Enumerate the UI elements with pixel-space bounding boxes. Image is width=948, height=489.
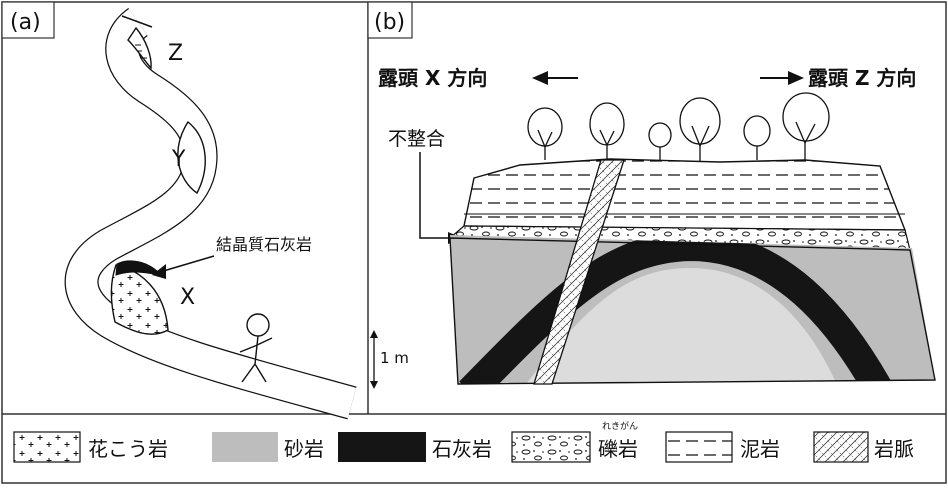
panel-a: (a) Z Y X 結晶質石灰岩 [1,1,357,420]
tree-icon [648,122,672,160]
legend: 花こう岩 砂岩 石灰岩 れきがん 礫岩 泥岩 岩脈 [13,420,914,463]
label-y: Y [171,147,186,172]
legend-swatch-dike [813,431,869,463]
label-z: Z [168,41,183,66]
panel-b: (b) 露頭 X 方向 露頭 Z 方向 不整合 [367,1,936,389]
layer-mudstone [463,158,907,231]
unconformity-leader [419,152,452,239]
legend-swatch-sandstone [212,432,278,462]
panel-a-tag-box [1,1,55,39]
legend-label-sandstone: 砂岩 [284,437,324,461]
trees [527,92,830,162]
label-x: X [180,285,195,310]
lower-block [450,235,935,384]
panel-a-tag: (a) [10,10,41,35]
legend-label-conglomerate: 礫岩 [598,437,638,461]
legend-ruby-conglomerate: れきがん [602,420,638,432]
panel-b-tag-box [367,1,413,39]
layer-limestone-fold [459,235,894,384]
legend-label-limestone: 石灰岩 [432,437,492,461]
outcrop-y [177,120,206,195]
legend-item-mudstone: 泥岩 [665,431,780,463]
legend-item-limestone: 石灰岩 [338,432,492,462]
legend-item-sandstone: 砂岩 [212,432,324,462]
legend-swatch-mudstone [665,431,733,463]
dike [533,159,625,385]
direction-left-label: 露頭 X 方向 [378,66,487,90]
unconformity-label: 不整合 [388,128,445,150]
callout-line [159,255,215,273]
tree-icon [527,107,563,160]
road-end [121,15,153,28]
scale-label: 1 m [380,349,409,367]
direction-right-label: 露頭 Z 方向 [808,66,916,90]
legend-item-dike: 岩脈 [813,431,914,463]
person-figure [239,313,273,383]
tree-icon [589,102,625,160]
legend-swatch-limestone [338,432,426,462]
tree-icon [743,115,771,160]
road-surface [65,9,357,419]
outcrop-outline [449,237,936,385]
arrow-left-icon [532,71,578,85]
panel-b-tag: (b) [374,10,405,35]
fold-core [520,268,840,384]
legend-item-granite: 花こう岩 [13,431,168,463]
callout-arrowhead [152,264,166,279]
outcrop-z-mud [135,44,147,59]
scale-bar [370,330,378,389]
callout-label: 結晶質石灰岩 [216,235,312,254]
legend-label-mudstone: 泥岩 [740,437,780,461]
legend-swatch-granite [13,431,81,463]
outcrop-x-granite [110,264,169,335]
legend-swatch-conglomerate [511,431,591,463]
tree-icon [679,97,721,162]
tree-icon [782,92,830,160]
arrow-right-icon [760,71,804,85]
legend-label-granite: 花こう岩 [88,437,168,461]
legend-label-dike: 岩脈 [874,437,914,461]
legend-item-conglomerate: れきがん 礫岩 [511,420,638,463]
